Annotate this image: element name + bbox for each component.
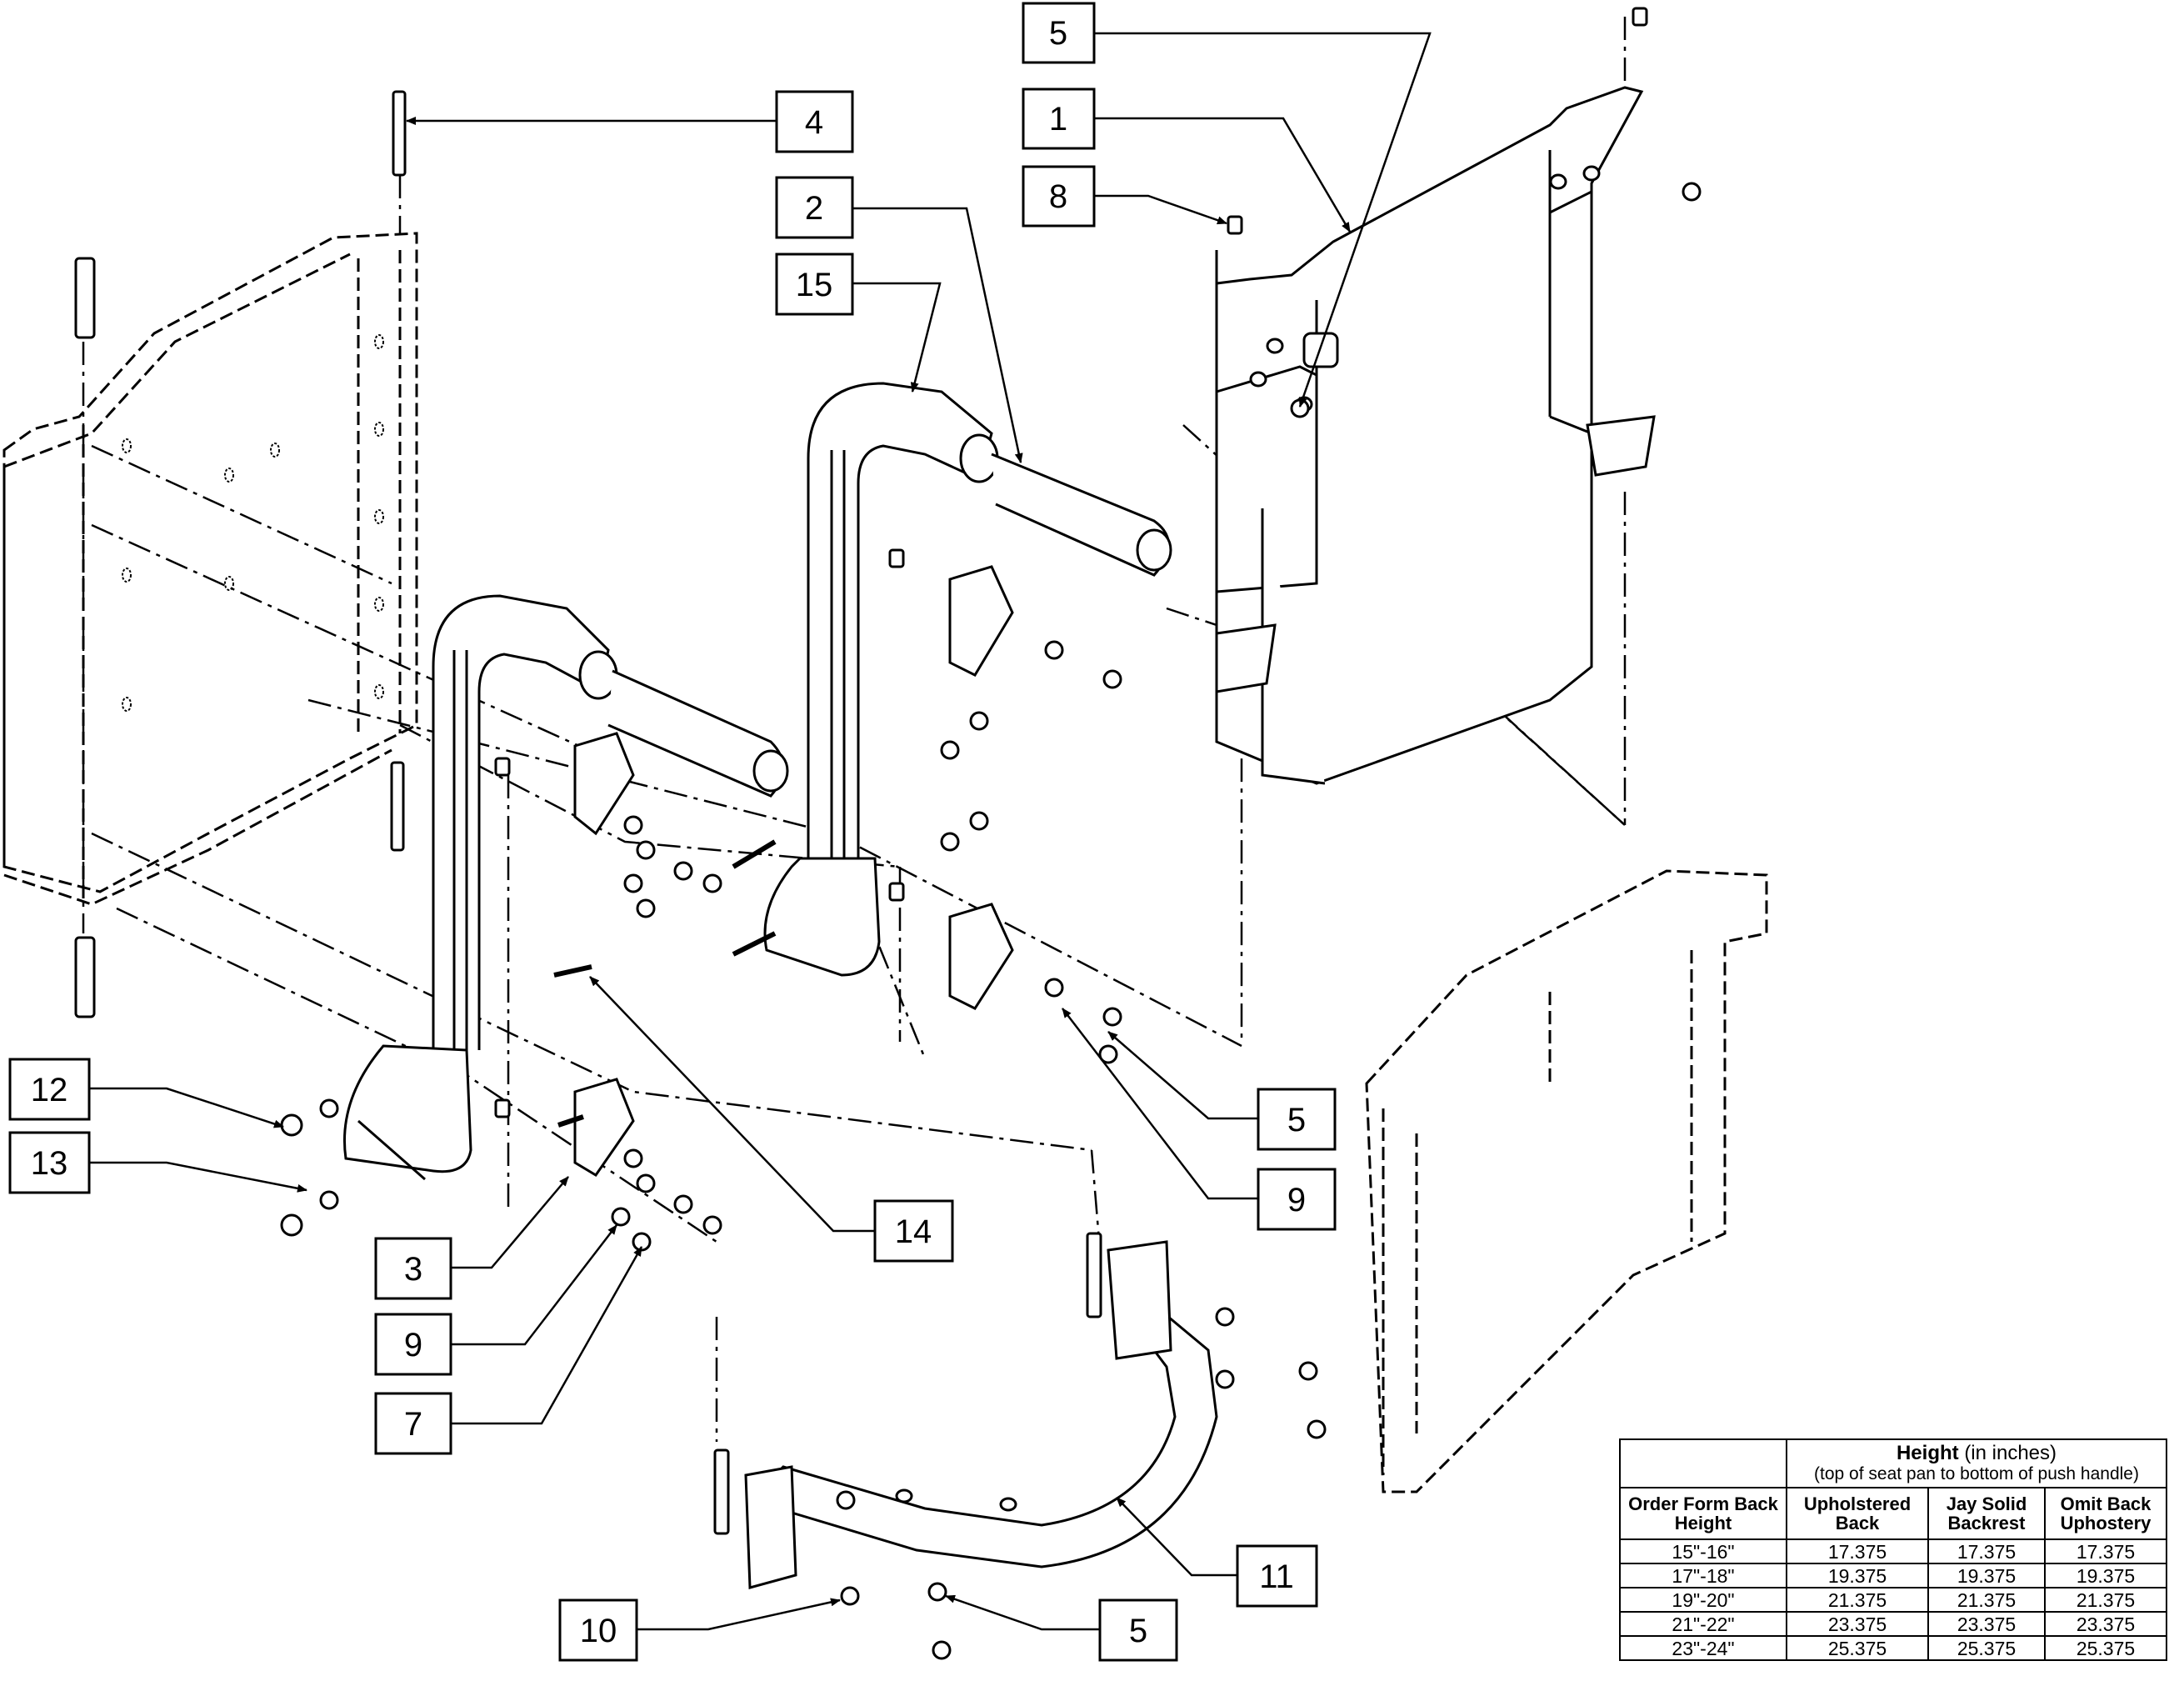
- frame-clips: [74, 90, 407, 1018]
- jay-solid-cell: 17.375: [1927, 1538, 2046, 1564]
- svg-text:11: 11: [1259, 1558, 1294, 1595]
- height-subtitle: (top of seat pan to bottom of push handl…: [1814, 1464, 2139, 1483]
- omit-cell: 23.375: [2044, 1611, 2167, 1637]
- omit-cell: 25.375: [2044, 1635, 2167, 1661]
- callout-9-left: 9: [374, 1313, 452, 1376]
- table-row: 17"-18" 19.375 19.375 19.375: [1619, 1563, 2167, 1588]
- jay-solid-cell: 25.375: [1927, 1635, 2046, 1661]
- solid-backrest-frame: [2, 232, 418, 906]
- svg-text:7: 7: [404, 1406, 422, 1443]
- mounting-brackets: [494, 548, 1014, 1178]
- callout-5-bottom: 5: [1098, 1598, 1178, 1662]
- upholstered-cell: 21.375: [1786, 1587, 1929, 1613]
- svg-text:10: 10: [580, 1613, 617, 1649]
- back-upholstery: [1215, 7, 1656, 785]
- back-height-cell: 19"-20": [1619, 1587, 1787, 1613]
- fasteners: [280, 182, 1702, 1660]
- callout-4: 4: [775, 90, 854, 153]
- callout-9-right: 9: [1257, 1168, 1337, 1231]
- svg-text:8: 8: [1049, 178, 1067, 215]
- leader-lines: [89, 32, 1432, 1631]
- svg-text:5: 5: [1129, 1613, 1147, 1649]
- back-height-cell: 17"-18": [1619, 1563, 1787, 1588]
- height-table-title-row: Height (in inches) (top of seat pan to b…: [1619, 1438, 2167, 1488]
- callout-2: 2: [775, 176, 854, 239]
- svg-text:14: 14: [895, 1213, 932, 1250]
- svg-text:13: 13: [31, 1145, 68, 1182]
- height-table-header-row: Order Form Back Height Upholstered Back …: [1619, 1487, 2167, 1540]
- table-row: 19"-20" 21.375 21.375 21.375: [1619, 1587, 2167, 1613]
- callout-5-top: 5: [1022, 2, 1096, 64]
- push-handle-tube-left: [342, 594, 789, 1181]
- callout-7: 7: [374, 1392, 452, 1455]
- callout-12: 12: [8, 1058, 91, 1121]
- armrest-frame: [1365, 869, 1768, 1493]
- height-title-unit: (in inches): [1964, 1442, 2057, 1464]
- callout-10: 10: [558, 1598, 638, 1662]
- omit-cell: 21.375: [2044, 1587, 2167, 1613]
- svg-text:9: 9: [1287, 1182, 1306, 1218]
- svg-text:4: 4: [805, 104, 823, 141]
- back-height-cell: 23"-24": [1619, 1635, 1787, 1661]
- col-order-form: Order Form Back Height: [1619, 1487, 1787, 1540]
- callout-1: 1: [1022, 88, 1096, 150]
- svg-text:15: 15: [796, 267, 833, 303]
- height-table: Height (in inches) (top of seat pan to b…: [1619, 1438, 2167, 1661]
- omit-cell: 17.375: [2044, 1538, 2167, 1564]
- svg-text:9: 9: [404, 1327, 422, 1363]
- col-jay-solid: Jay Solid Backrest: [1927, 1487, 2046, 1540]
- callout-13: 13: [8, 1131, 91, 1194]
- col-omit: Omit Back Uphostery: [2044, 1487, 2167, 1540]
- svg-text:5: 5: [1287, 1102, 1306, 1138]
- svg-text:2: 2: [805, 190, 823, 227]
- svg-text:3: 3: [404, 1251, 422, 1288]
- upholstered-cell: 17.375: [1786, 1538, 1929, 1564]
- height-title-bold: Height: [1896, 1442, 1959, 1464]
- svg-text:12: 12: [31, 1072, 68, 1108]
- back-height-cell: 15"-16": [1619, 1538, 1787, 1564]
- svg-text:1: 1: [1049, 101, 1067, 138]
- callout-15: 15: [775, 253, 854, 316]
- callout-5-mid: 5: [1257, 1088, 1337, 1151]
- back-height-cell: 21"-22": [1619, 1611, 1787, 1637]
- svg-text:5: 5: [1049, 15, 1067, 52]
- upholstered-cell: 23.375: [1786, 1611, 1929, 1637]
- jay-solid-cell: 23.375: [1927, 1611, 2046, 1637]
- upholstered-cell: 19.375: [1786, 1563, 1929, 1588]
- lower-frame-bracket: [713, 1232, 1218, 1589]
- omit-cell: 19.375: [2044, 1563, 2167, 1588]
- table-row: 21"-22" 23.375 23.375 23.375: [1619, 1611, 2167, 1637]
- height-table-corner: [1619, 1438, 1787, 1488]
- col-upholstered: Upholstered Back: [1786, 1487, 1929, 1540]
- jay-solid-cell: 19.375: [1927, 1563, 2046, 1588]
- upholstered-cell: 25.375: [1786, 1635, 1929, 1661]
- height-table-title: Height (in inches) (top of seat pan to b…: [1786, 1438, 2167, 1488]
- callout-11: 11: [1236, 1544, 1318, 1608]
- frame-holes: [122, 334, 384, 712]
- table-row: 23"-24" 25.375 25.375 25.375: [1619, 1635, 2167, 1661]
- callout-14: 14: [873, 1199, 954, 1263]
- table-row: 15"-16" 17.375 17.375 17.375: [1619, 1538, 2167, 1564]
- jay-solid-cell: 21.375: [1927, 1587, 2046, 1613]
- callout-8: 8: [1022, 165, 1096, 228]
- callout-3: 3: [374, 1237, 452, 1300]
